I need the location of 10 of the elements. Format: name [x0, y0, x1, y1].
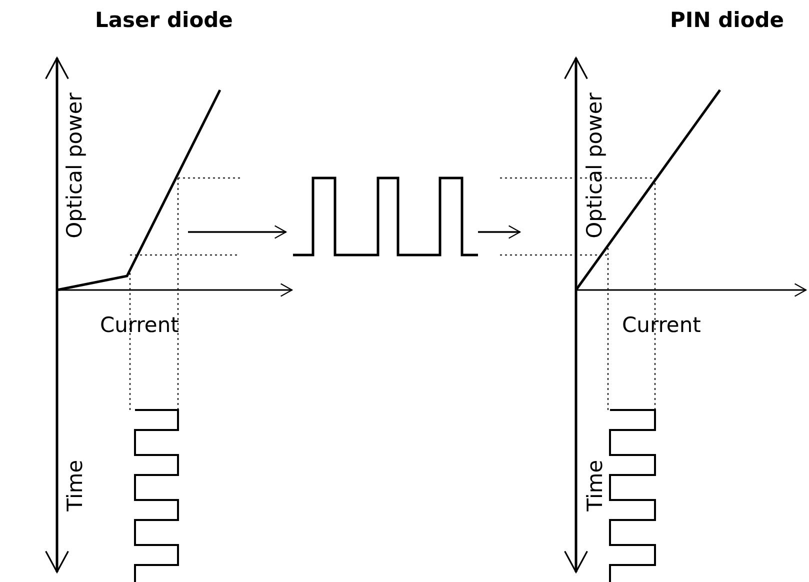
- axis-label: Optical power: [64, 92, 86, 238]
- axis-label: Time: [64, 459, 86, 511]
- chart-title: PIN diode: [670, 10, 784, 31]
- axis-label: Current: [100, 315, 179, 336]
- arrow: [478, 225, 521, 239]
- arrow: [188, 225, 287, 239]
- axis-label: Optical power: [584, 92, 606, 238]
- axis-label: Current: [622, 315, 701, 336]
- chart-title: Laser diode: [95, 10, 233, 31]
- axis-label: Time: [584, 459, 606, 511]
